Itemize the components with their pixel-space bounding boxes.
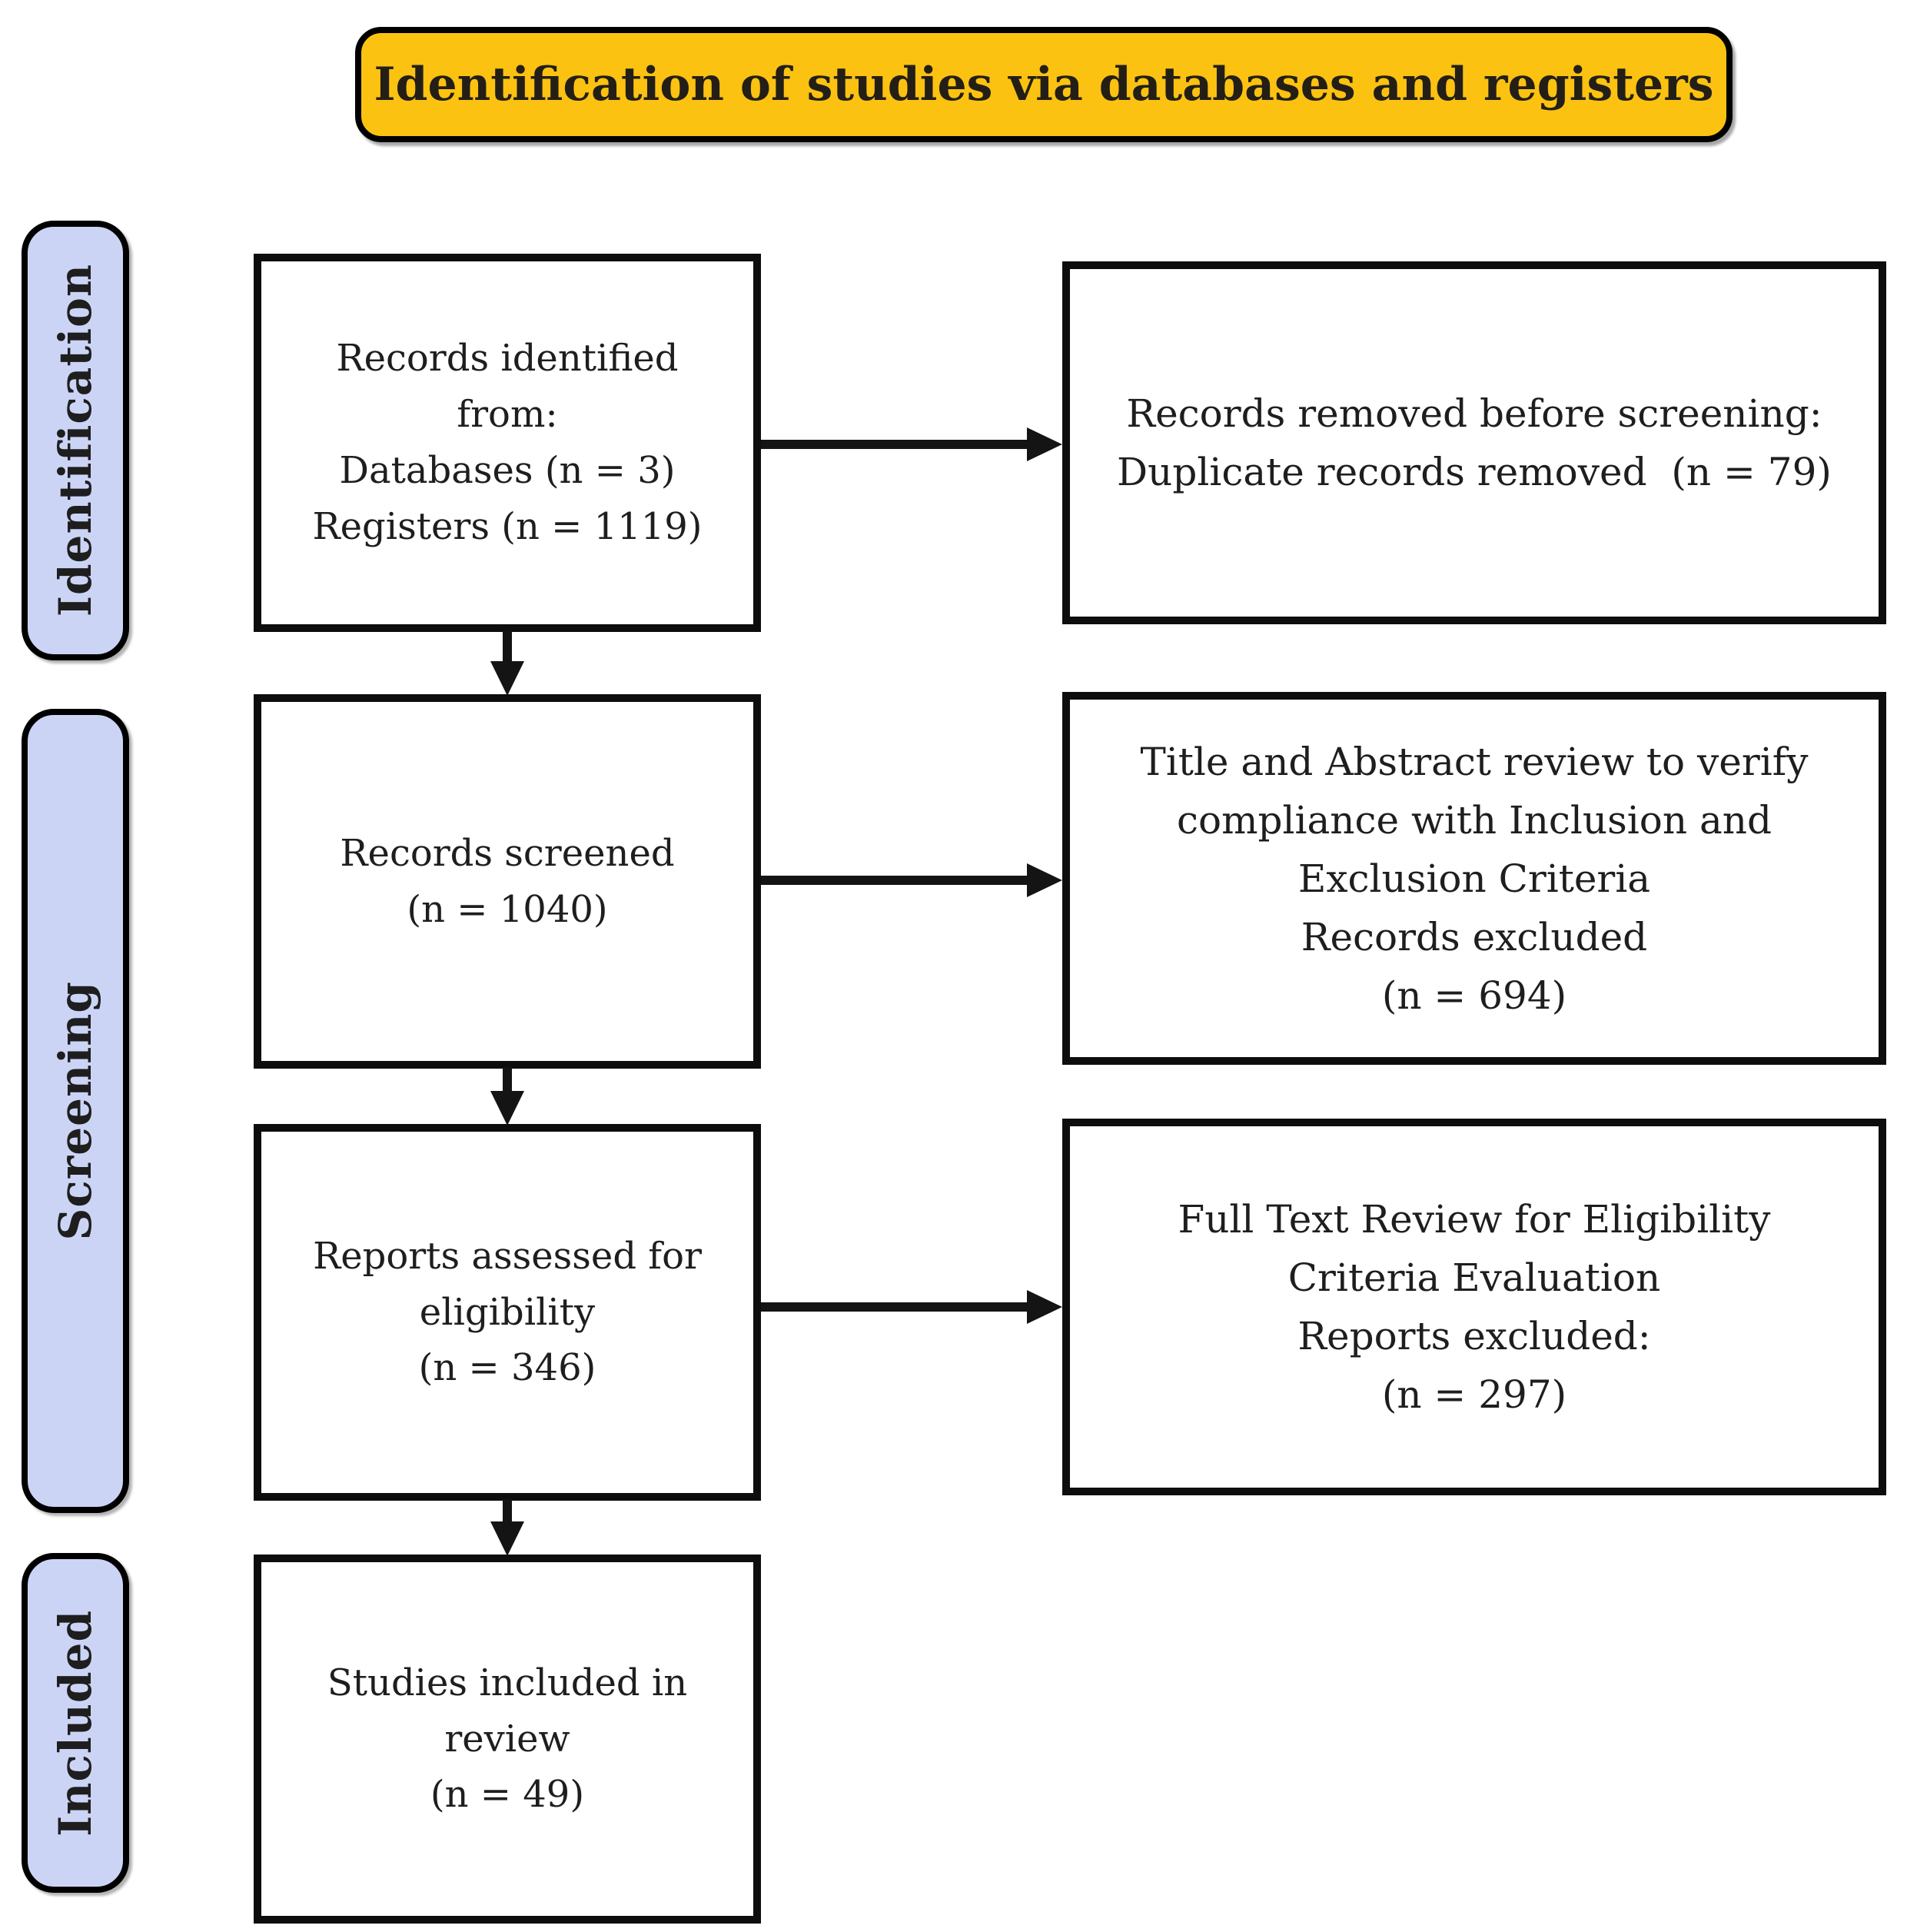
arrow-head-right-icon [1027,427,1062,461]
arrow-down-to-included [490,1499,524,1556]
box-records-screened: Records screened (n = 1040) [254,694,761,1069]
arrow-right-full-text [761,1290,1062,1324]
arrow-head-right-icon [1027,1290,1062,1324]
arrow-right-records-removed [761,427,1062,461]
arrow-head-down-icon [490,1521,524,1556]
box-records-removed: Records removed before screening: Duplic… [1062,261,1886,624]
box-records-identified-text: Records identified from: Databases (n = … [312,337,703,548]
stage-bar-screening: Screening [22,709,129,1513]
stage-bar-identification: Identification [22,221,129,660]
arrow-shaft [503,630,512,667]
box-records-identified: Records identified from: Databases (n = … [254,254,761,632]
arrow-shaft [761,1302,1033,1312]
arrow-head-right-icon [1027,863,1062,897]
arrow-down-to-screened [490,630,524,696]
box-full-text-review-text: Full Text Review for Eligibility Criteri… [1178,1197,1771,1417]
arrow-head-down-icon [490,661,524,696]
box-reports-assessed-text: Reports assessed for eligibility (n = 34… [313,1234,702,1390]
arrow-shaft [761,876,1033,885]
arrow-right-title-abstract [761,863,1062,897]
stage-label-screening: Screening [49,981,101,1241]
arrow-shaft [761,440,1033,449]
box-records-screened-text: Records screened (n = 1040) [340,831,675,931]
box-title-abstract-review-text: Title and Abstract review to verify comp… [1140,739,1809,1018]
stage-label-identification: Identification [49,264,101,617]
box-title-abstract-review: Title and Abstract review to verify comp… [1062,692,1886,1065]
box-full-text-review: Full Text Review for Eligibility Criteri… [1062,1119,1886,1495]
box-records-removed-text: Records removed before screening: Duplic… [1117,391,1832,494]
box-reports-assessed: Reports assessed for eligibility (n = 34… [254,1124,761,1501]
arrow-shaft [503,1499,512,1527]
diagram-title-banner: Identification of studies via databases … [355,27,1733,142]
stage-label-included: Included [49,1609,101,1837]
arrow-down-to-assessed [490,1067,524,1126]
stage-bar-included: Included [22,1553,129,1893]
arrow-head-down-icon [490,1091,524,1126]
diagram-title: Identification of studies via databases … [374,58,1714,111]
box-studies-included-text: Studies included in review (n = 49) [327,1661,688,1817]
box-studies-included: Studies included in review (n = 49) [254,1555,761,1924]
arrow-shaft [503,1067,512,1096]
